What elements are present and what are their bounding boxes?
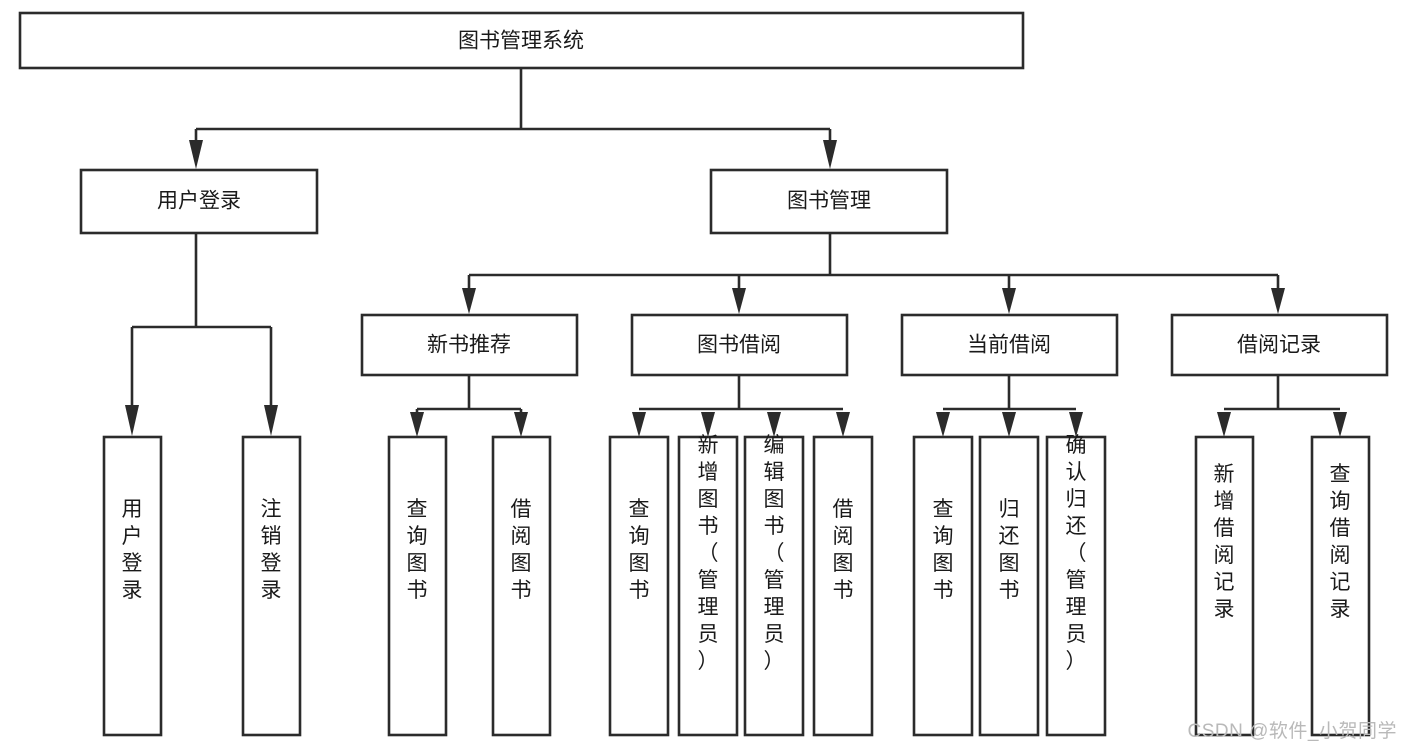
arrow-borrowrecord-leaf-1	[1217, 412, 1231, 437]
leaf-newbook-borrow-label: 借阅图书	[511, 498, 532, 602]
node-current-borrow-box[interactable]	[900, 313, 1119, 377]
leaf-bookborrow-borrow-label: 借阅图书	[833, 498, 854, 602]
leaf-currentborrow-query-label: 查询图书	[933, 498, 954, 602]
arrow-currentborrow-leaf-2	[1002, 412, 1016, 437]
arrow-to-new-book	[462, 288, 476, 314]
leaf-currentborrow-confirm-box[interactable]	[1045, 435, 1107, 737]
node-book-borrow-label: 图书借阅	[697, 334, 781, 357]
node-user-login-label: 用户登录	[157, 190, 241, 213]
leaf-bookborrow-edit-label: 编辑图书（管理员）	[764, 434, 785, 673]
leaf-node[interactable]: 新增图书（管理员）	[677, 434, 739, 737]
node-user-login-box[interactable]	[79, 168, 319, 235]
arrow-borrowrecord-leaf-2	[1333, 412, 1347, 437]
leaf-record-query-box[interactable]	[1310, 435, 1371, 737]
connectors-book-manage-to-level3	[462, 233, 1285, 314]
leaf-node[interactable]: 查询图书	[387, 435, 448, 737]
leaf-record-add-label: 新增借阅记录	[1214, 463, 1235, 621]
leaf-node[interactable]: 编辑图书（管理员）	[743, 434, 805, 737]
node-book-manage-box[interactable]	[709, 168, 949, 235]
arrow-bookborrow-leaf-1	[632, 412, 646, 437]
leaf-node[interactable]: 查询图书	[912, 435, 974, 737]
node-borrow-record[interactable]: 借阅记录	[1170, 313, 1389, 377]
arrow-to-user-login	[189, 140, 203, 169]
node-new-book-recommend[interactable]: 新书推荐	[360, 313, 579, 377]
leaf-node[interactable]: 用户登录	[102, 435, 163, 737]
leaf-bookborrow-query-label: 查询图书	[629, 498, 650, 602]
connectors-current-borrow-to-leaves	[936, 375, 1083, 437]
arrow-currentborrow-leaf-3	[1069, 412, 1083, 437]
leaf-node[interactable]: 确认归还（管理员）	[1045, 434, 1107, 737]
leaf-node[interactable]: 新增借阅记录	[1194, 435, 1255, 737]
connectors-book-borrow-to-leaves	[632, 375, 850, 437]
arrow-user-login-leaf-2	[264, 405, 278, 436]
node-new-book-recommend-box[interactable]	[360, 313, 579, 377]
node-root-system[interactable]: 图书管理系统	[18, 11, 1025, 70]
arrow-to-book-borrow	[732, 288, 746, 314]
connectors-root-to-level2	[189, 68, 837, 169]
leaf-logout-box[interactable]	[241, 435, 302, 737]
leaf-currentborrow-return-label: 归还图书	[999, 498, 1020, 602]
node-book-borrow[interactable]: 图书借阅	[630, 313, 849, 377]
arrow-user-login-leaf-1	[125, 405, 139, 436]
leaf-node[interactable]: 查询图书	[608, 435, 670, 737]
arrow-bookborrow-leaf-4	[836, 412, 850, 437]
node-borrow-record-label: 借阅记录	[1237, 334, 1321, 357]
leaf-currentborrow-query-box[interactable]	[912, 435, 974, 737]
leaf-node[interactable]: 借阅图书	[812, 435, 874, 737]
node-root-system-label: 图书管理系统	[458, 30, 584, 53]
node-book-borrow-box[interactable]	[630, 313, 849, 377]
leaf-bookborrow-borrow-box[interactable]	[812, 435, 874, 737]
leaf-user-login-label: 用户登录	[122, 498, 143, 602]
arrow-currentborrow-leaf-1	[936, 412, 950, 437]
arrow-newbook-leaf-1	[410, 412, 424, 437]
arrow-to-borrow-record	[1271, 288, 1285, 314]
leaf-currentborrow-confirm-label: 确认归还（管理员）	[1066, 434, 1087, 673]
leaf-bookborrow-edit-box[interactable]	[743, 435, 805, 737]
arrow-bookborrow-leaf-3	[767, 412, 781, 437]
node-borrow-record-box[interactable]	[1170, 313, 1389, 377]
leaf-newbook-borrow-box[interactable]	[491, 435, 552, 737]
node-book-manage-label: 图书管理	[787, 190, 871, 213]
leaf-newbook-query-box[interactable]	[387, 435, 448, 737]
leaf-node[interactable]: 注销登录	[241, 435, 302, 737]
node-book-manage[interactable]: 图书管理	[709, 168, 949, 235]
connectors-user-login-to-leaves	[125, 233, 278, 436]
node-new-book-recommend-label: 新书推荐	[427, 334, 511, 357]
leaf-node[interactable]: 查询借阅记录	[1310, 435, 1371, 737]
node-current-borrow[interactable]: 当前借阅	[900, 313, 1119, 377]
leaf-logout-label: 注销登录	[261, 498, 282, 602]
node-current-borrow-label: 当前借阅	[967, 334, 1051, 357]
node-user-login[interactable]: 用户登录	[79, 168, 319, 235]
leaf-bookborrow-add-label: 新增图书（管理员）	[698, 434, 719, 673]
leaf-newbook-query-label: 查询图书	[407, 498, 428, 602]
leaf-record-add-box[interactable]	[1194, 435, 1255, 737]
arrow-to-current-borrow	[1002, 288, 1016, 314]
arrow-bookborrow-leaf-2	[701, 412, 715, 437]
arrow-newbook-leaf-2	[514, 412, 528, 437]
leaf-node[interactable]: 借阅图书	[491, 435, 552, 737]
connectors-borrow-record-to-leaves	[1217, 375, 1347, 437]
connectors-new-book-to-leaves	[410, 375, 528, 437]
leaf-user-login-box[interactable]	[102, 435, 163, 737]
leaf-currentborrow-return-box[interactable]	[978, 435, 1040, 737]
leaf-bookborrow-query-box[interactable]	[608, 435, 670, 737]
leaf-node[interactable]: 归还图书	[978, 435, 1040, 737]
leaf-record-query-label: 查询借阅记录	[1330, 463, 1351, 621]
node-root-system-box[interactable]	[18, 11, 1025, 70]
leaf-bookborrow-add-box[interactable]	[677, 435, 739, 737]
arrow-to-book-manage	[823, 140, 837, 169]
